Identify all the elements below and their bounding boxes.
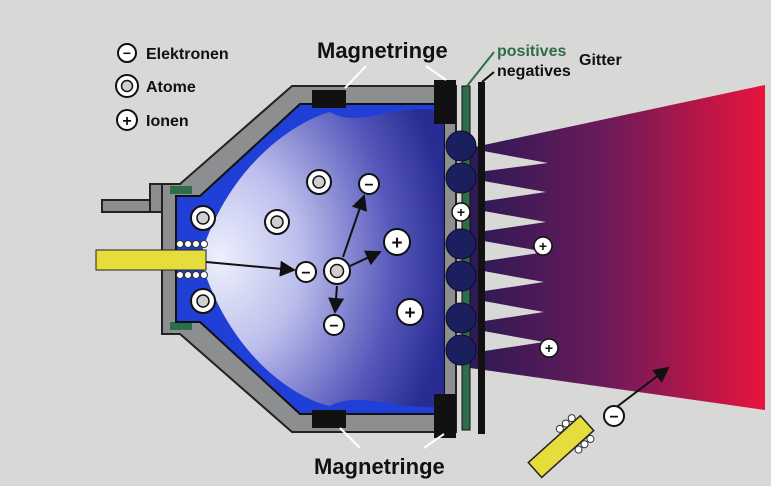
magnet-ring-bottom-right [434,394,456,438]
atom [190,288,216,314]
symbol-glyph: + [391,233,402,254]
label-gitter: Gitter [579,52,622,69]
negative-grid [478,82,485,434]
atom [306,169,332,195]
plasma-region [200,109,444,408]
leader-magnet-bottom-left [339,427,361,449]
electron: − [603,405,625,427]
magnet-ring-bottom [312,410,346,428]
neutralizer [527,414,595,479]
symbol-glyph: + [545,340,553,356]
legend-item-ions: + Ionen [116,109,189,131]
electron: − [323,314,345,336]
electrons: − − − − [295,173,625,427]
legend: − Elektronen Atome + Ionen [115,43,229,131]
arrow-to-electron [342,194,368,258]
legend-label-electrons: Elektronen [146,46,229,63]
leader-positive-grid [466,51,495,87]
leader-magnet-top-right [425,65,447,81]
legend-label-atoms: Atome [146,79,196,96]
legend-item-atoms: Atome [115,74,196,98]
magnet-ring-top [312,90,346,108]
symbol-glyph: − [609,409,618,426]
cathode [95,249,207,271]
ion: + [396,298,424,326]
ion: + [383,228,411,256]
symbol-glyph: + [539,238,547,254]
electron: − [295,261,317,283]
label-magnetringe-bottom: Magnetringe [314,454,445,479]
beamlet-gaps [478,150,548,352]
electron-path-arrow [205,260,296,277]
atom [323,257,351,285]
arrow-to-electron-below [328,285,345,314]
insulator-bottom [170,322,192,330]
grid-apertures [445,130,477,366]
ion-beam [470,85,765,410]
ions: + + + + + [383,202,559,358]
symbol-glyph: + [457,204,465,220]
label-negatives: negatives [497,63,571,80]
symbol-glyph: − [123,45,131,61]
leader-negative-grid [481,71,495,83]
magnet-ring-top-right [434,80,456,124]
electron: − [358,173,380,195]
ion: + [533,236,553,256]
symbol-glyph: + [122,113,131,130]
insulator-top [170,186,192,194]
symbol-glyph: − [301,265,310,282]
neutralizer-arrow [609,366,670,413]
arrow-to-ion [349,250,382,267]
ion: + [451,202,471,222]
label-magnetringe-top: Magnetringe [317,38,448,63]
leader-magnet-top-left [344,65,367,89]
legend-item-electrons: − Elektronen [117,43,229,63]
label-positives: positives [497,43,566,60]
cathode-electrons [176,240,208,279]
symbol-glyph: − [364,177,373,194]
leader-magnet-bottom-right [423,433,445,449]
ion: + [539,338,559,358]
symbol-glyph: − [329,318,338,335]
symbol-glyph: + [404,303,415,324]
atom [190,205,216,231]
atoms [190,169,351,314]
legend-label-ions: Ionen [146,113,189,130]
atom [264,209,290,235]
